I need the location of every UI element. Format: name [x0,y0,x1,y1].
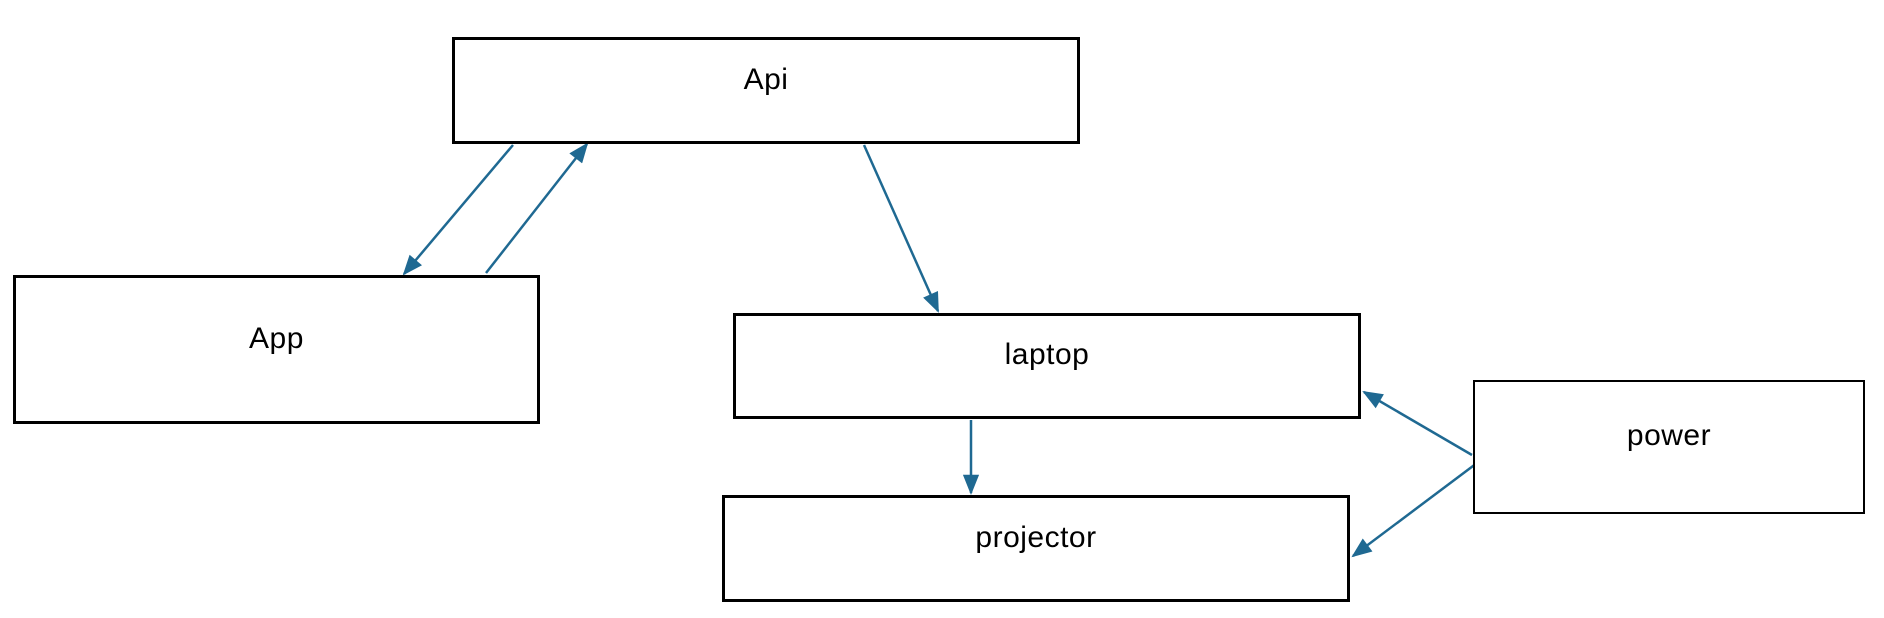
node-api: Api [452,37,1080,144]
node-laptop: laptop [733,313,1361,419]
node-app: App [13,275,540,424]
node-projector: projector [722,495,1350,602]
node-api-label: Api [743,62,789,96]
edge-api-to-laptop [862,144,940,313]
edge-app-to-api [485,142,589,274]
node-laptop-label: laptop [1004,338,1090,371]
edge-api-to-app [402,144,514,276]
node-app-label: App [249,321,304,355]
edge-power-to-laptop [1362,390,1473,457]
node-power: power [1473,380,1865,514]
edge-power-to-projector [1351,462,1478,558]
node-projector-label: projector [975,520,1097,554]
node-power-label: power [1626,419,1712,452]
